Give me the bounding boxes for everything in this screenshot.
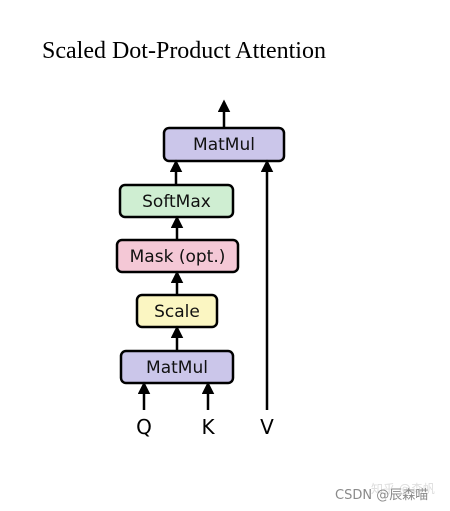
v-label: V (260, 415, 274, 439)
k-label: K (201, 415, 215, 439)
softmax-box: SoftMax (118, 183, 235, 219)
matmul-bottom-label: MatMul (146, 358, 208, 378)
mask-label: Mask (opt.) (130, 247, 226, 267)
softmax-label: SoftMax (142, 192, 211, 212)
watermark: CSDN @辰森喵 (335, 488, 429, 503)
scale-label: Scale (154, 302, 200, 322)
watermark-faint: 知乎 @森帆 (371, 482, 435, 496)
q-label: Q (136, 415, 152, 439)
matmul-bottom-box: MatMul (119, 349, 235, 385)
matmul-top-label: MatMul (193, 135, 255, 155)
mask-box: Mask (opt.) (115, 238, 240, 274)
scale-box: Scale (135, 293, 219, 329)
matmul-top-box: MatMul (162, 126, 286, 163)
diagram-title: Scaled Dot-Product Attention (42, 38, 326, 64)
